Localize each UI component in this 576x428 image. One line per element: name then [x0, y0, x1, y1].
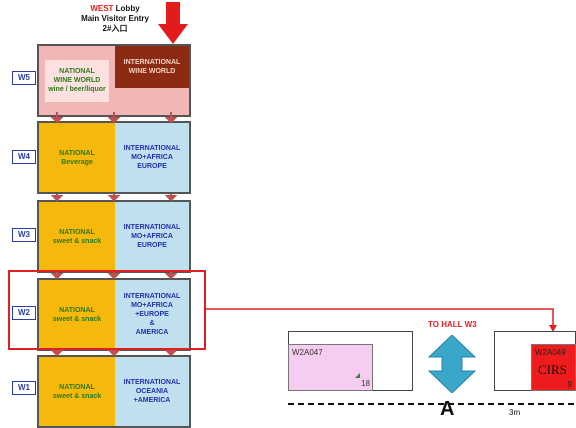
entry-lobby: Lobby	[113, 4, 140, 13]
hall-w5-national: NATIONAL WINE WORLD wine / beer/liquor	[39, 46, 115, 115]
hall-w2-national: NATIONAL sweet & snack	[39, 280, 115, 349]
to-hall-w3-label: TO HALL W3	[428, 320, 477, 329]
hall-w5-national-label: NATIONAL WINE WORLD wine / beer/liquor	[45, 59, 109, 102]
hall-label-w3: W3	[12, 228, 36, 242]
hall-w5-international-label: INTERNATIONAL WINE WORLD	[115, 46, 189, 88]
hall-w5[interactable]: NATIONAL WINE WORLD wine / beer/liquor I…	[37, 44, 191, 117]
aisle-dashed-line	[288, 403, 576, 405]
hall-w1[interactable]: NATIONAL sweet & snack INTERNATIONAL OCE…	[37, 355, 191, 428]
scale-label: 3m	[509, 408, 521, 417]
entry-label: WEST Lobby Main Visitor Entry 2#入口	[60, 4, 170, 34]
highlight-arrowhead-icon	[549, 325, 557, 332]
hall-label-w1: W1	[12, 381, 36, 395]
highlight-connector-line	[205, 308, 554, 326]
hall-w5-international: INTERNATIONAL WINE WORLD	[115, 46, 189, 115]
booth-w2a049-company: CIRS	[538, 362, 567, 377]
hall-w3-international: INTERNATIONAL MO+AFRICA EUROPE	[115, 202, 189, 271]
aisle-label: A	[440, 398, 455, 420]
hall-w3[interactable]: NATIONAL sweet & snack INTERNATIONAL MO+…	[37, 200, 191, 273]
booth-w2a049[interactable]: W2A049 CIRS 9	[531, 344, 576, 391]
hall-w4-national: NATIONAL Beverage	[39, 123, 115, 192]
hall-w4-international: INTERNATIONAL MO+AFRICA EUROPE	[115, 123, 189, 192]
booth-w2a047-number: 18	[361, 379, 370, 388]
hall-label-w5: W5	[12, 71, 36, 85]
hall-w2[interactable]: NATIONAL sweet & snack INTERNATIONAL MO+…	[37, 278, 191, 351]
booth-w2a047-code: W2A047	[292, 348, 323, 357]
booth-corner-marker-icon	[355, 373, 360, 378]
entry-code: 2#入口	[102, 24, 128, 33]
hall-label-w2: W2	[12, 306, 36, 320]
entry-west: WEST	[90, 4, 114, 13]
connector-arrows-icon	[50, 112, 178, 357]
entry-arrow-icon	[158, 2, 188, 44]
hall-w2-international: INTERNATIONAL MO+AFRICA +EUROPE & AMERIC…	[115, 280, 189, 349]
hall-w4[interactable]: NATIONAL Beverage INTERNATIONAL MO+AFRIC…	[37, 121, 191, 194]
hall-w1-international: INTERNATIONAL OCEANIA +AMERICA	[115, 357, 189, 426]
booth-w2a047[interactable]: W2A047 18	[288, 344, 373, 391]
hall-w1-national: NATIONAL sweet & snack	[39, 357, 115, 426]
hall-connectors	[50, 112, 178, 357]
w2-highlight-box	[8, 270, 206, 350]
booth-w2a049-code: W2A049	[535, 348, 566, 357]
booth-w2a049-number: 9	[567, 380, 572, 389]
aisle-double-arrow-icon	[427, 335, 477, 393]
hall-label-w4: W4	[12, 150, 36, 164]
entry-main: Main Visitor Entry	[81, 14, 149, 23]
hall-w3-national: NATIONAL sweet & snack	[39, 202, 115, 271]
